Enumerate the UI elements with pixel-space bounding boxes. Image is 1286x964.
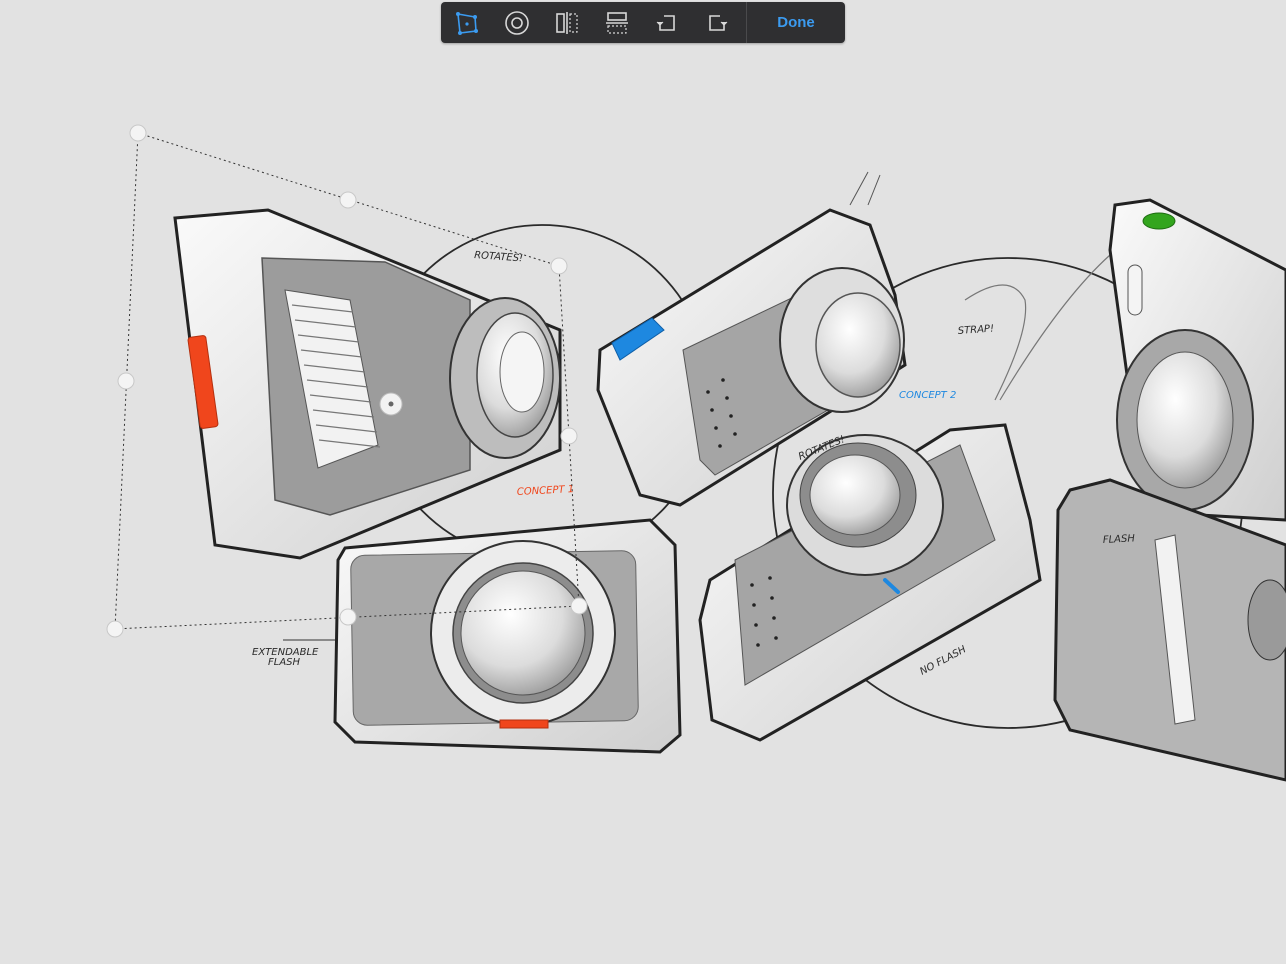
annotation-no-flash: NO FLASH (918, 644, 968, 678)
camera-sketch-2 (596, 171, 907, 507)
flip-horizontal-button[interactable] (542, 2, 592, 43)
done-button[interactable]: Done (777, 14, 815, 31)
corner-handle-top-right[interactable] (550, 257, 568, 275)
flip-vertical-button[interactable] (592, 2, 642, 43)
annotation-strap: STRAP! (957, 323, 994, 337)
rotate-left-icon (656, 14, 675, 31)
edge-handle-right[interactable] (560, 427, 578, 445)
corner-handle-top-left[interactable] (129, 124, 147, 142)
flip-horizontal-icon (556, 11, 578, 34)
flip-vertical-icon (606, 11, 628, 34)
annotation-concept-2: CONCEPT 2 (899, 390, 956, 401)
camera-sketch-1 (173, 208, 562, 560)
edge-handle-bottom[interactable] (339, 608, 357, 626)
edge-handle-left[interactable] (117, 372, 135, 390)
annotation-flash-1: FLASH (268, 657, 301, 668)
annotation-concept-1: CONCEPT 1 (517, 484, 575, 498)
annotation-extendable: EXTENDABLE (252, 647, 319, 658)
camera-sketch-4 (698, 254, 1111, 742)
transform-toolbar: Done (441, 2, 845, 43)
free-transform-button[interactable] (442, 2, 492, 43)
rotate-right-icon (709, 14, 728, 31)
corner-handle-bottom-left[interactable] (106, 620, 124, 638)
toolbar-divider (746, 2, 747, 43)
selection-frame[interactable] (106, 124, 588, 638)
camera-sketch-5 (1053, 198, 1286, 782)
rotate-right-button[interactable] (692, 2, 742, 43)
edge-handle-top[interactable] (339, 191, 357, 209)
rotate-left-button[interactable] (642, 2, 692, 43)
annotation-flash: FLASH (1103, 533, 1136, 546)
free-transform-icon (456, 11, 478, 35)
annotation-rotates-1: ROTATES! (474, 250, 524, 264)
corner-handle-bottom-right[interactable] (570, 597, 588, 615)
rotate-icon (505, 10, 529, 35)
camera-sketch-3 (333, 518, 682, 754)
rotate-button[interactable] (492, 2, 542, 43)
